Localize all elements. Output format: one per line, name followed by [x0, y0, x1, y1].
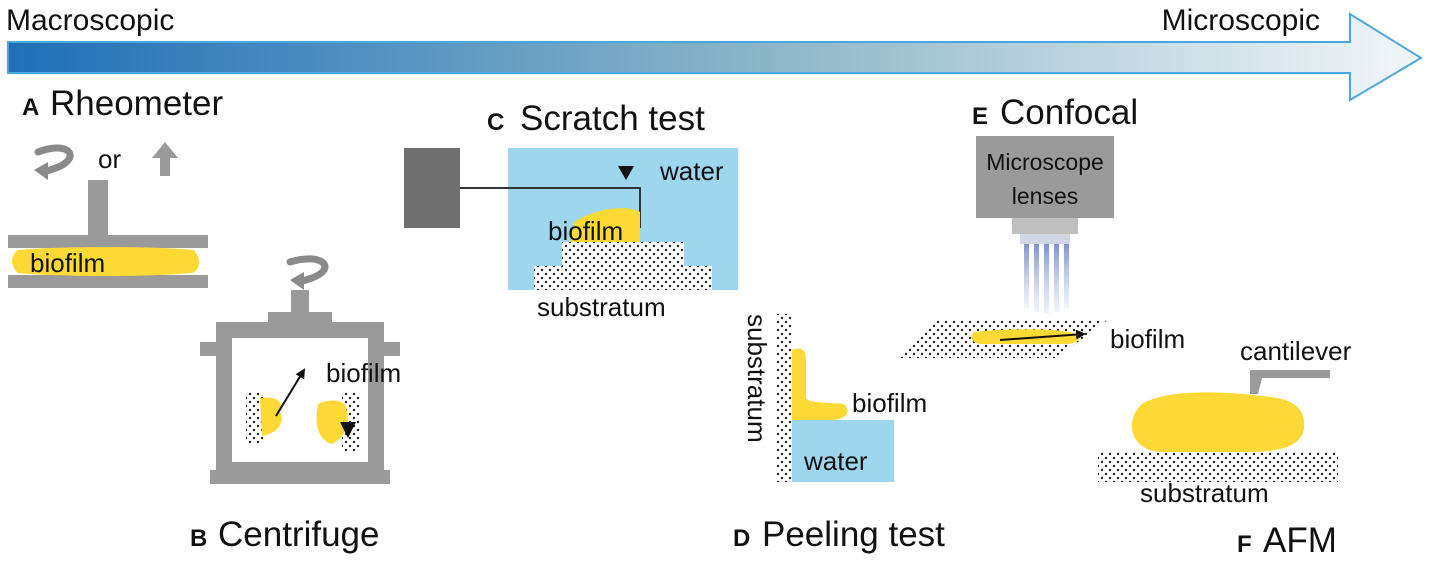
rheometer-biofilm — [12, 247, 200, 276]
panel-b-centrifuge: biofilm B Centrifuge — [190, 255, 401, 554]
panel-b-biofilm-label: biofilm — [326, 358, 401, 388]
panel-d-substratum-label: substratum — [742, 314, 772, 443]
panel-c-letter: C — [487, 109, 504, 136]
panel-e-title: Confocal — [1000, 93, 1138, 132]
afm-cantilever — [1250, 370, 1330, 394]
panel-f-title: AFM — [1263, 521, 1337, 560]
panel-d-letter: D — [733, 525, 750, 552]
panel-d-biofilm-label: biofilm — [852, 388, 927, 418]
confocal-scan-arrow — [999, 329, 1086, 341]
rotation-arrow-icon — [34, 144, 74, 176]
panel-c-biofilm-label: biofilm — [548, 216, 623, 246]
panel-a-letter: A — [22, 94, 39, 121]
peeling-biofilm — [792, 348, 848, 420]
centrifuge-base — [210, 470, 390, 484]
panel-f-letter: F — [1237, 531, 1252, 558]
confocal-biofilm — [971, 329, 1080, 344]
peeling-substrate — [776, 314, 792, 482]
rheometer-bottom-plate — [8, 275, 208, 288]
light-beams — [1024, 244, 1069, 314]
scratch-instrument-box — [404, 148, 460, 228]
panel-f-cantilever-label: cantilever — [1240, 336, 1352, 366]
panel-e-lens-line2: lenses — [1012, 183, 1078, 209]
panel-a-or: or — [98, 144, 121, 174]
rotation-arrowhead-icon — [34, 162, 48, 180]
panel-f-substratum-label: substratum — [1140, 478, 1269, 508]
panel-c-water-label: water — [659, 156, 724, 186]
scale-label-left: Macroscopic — [6, 4, 174, 37]
centrifuge-left-biofilm — [260, 397, 282, 436]
panel-c-substratum-label: substratum — [537, 292, 666, 322]
panel-b-title: Centrifuge — [218, 515, 379, 554]
microscope-objective-tip — [1020, 234, 1070, 244]
centrifuge-right-biofilm — [316, 400, 348, 444]
panel-e-confocal: E Confocal Microscope lenses biofilm — [896, 93, 1185, 358]
scratch-biofilm — [570, 208, 640, 242]
scratch-indicator-arrowhead — [618, 166, 634, 180]
centrifuge-rotation-head-icon — [290, 272, 304, 290]
panel-e-letter: E — [972, 103, 988, 130]
panel-f-afm: cantilever substratum F AFM — [1098, 336, 1352, 560]
scale-arrow-shape — [7, 12, 1423, 102]
scale-arrow: Macroscopic Microscopic — [6, 4, 1423, 102]
microscope-lens-housing — [976, 136, 1114, 218]
panel-c-scratch-test: C Scratch test water biofilm substratum — [404, 99, 738, 322]
panel-a-title: Rheometer — [50, 84, 223, 123]
panel-a-biofilm-label: biofilm — [30, 248, 105, 278]
microscope-objective — [1012, 218, 1078, 234]
panel-e-lens-line1: Microscope — [986, 149, 1104, 175]
rheometer-shaft — [88, 180, 108, 236]
peeling-water — [792, 420, 894, 482]
panel-e-biofilm-label: biofilm — [1110, 324, 1185, 354]
scratch-substrate-lower — [534, 266, 712, 290]
panel-d-water-label: water — [803, 446, 868, 476]
panel-d-title: Peeling test — [762, 515, 945, 554]
panel-c-title: Scratch test — [520, 99, 705, 138]
up-arrow-icon — [152, 142, 178, 176]
panel-b-letter: B — [190, 525, 207, 552]
panel-a-rheometer: A Rheometer or biofilm — [8, 84, 223, 288]
scratch-substrate-upper — [562, 242, 684, 268]
scale-label-right: Microscopic — [1162, 4, 1320, 37]
centrifuge-force-arrowhead — [340, 422, 356, 438]
afm-biofilm — [1131, 392, 1305, 452]
rheometer-top-plate — [8, 235, 208, 248]
afm-substrate — [1098, 452, 1338, 482]
panel-d-peeling-test: substratum biofilm water D Peeling test — [733, 314, 945, 554]
centrifuge-left-substrate — [246, 392, 264, 444]
centrifuge-pointer-arrow — [275, 368, 306, 417]
centrifuge-shaft — [291, 290, 309, 318]
centrifuge-rotation-icon — [286, 255, 329, 286]
